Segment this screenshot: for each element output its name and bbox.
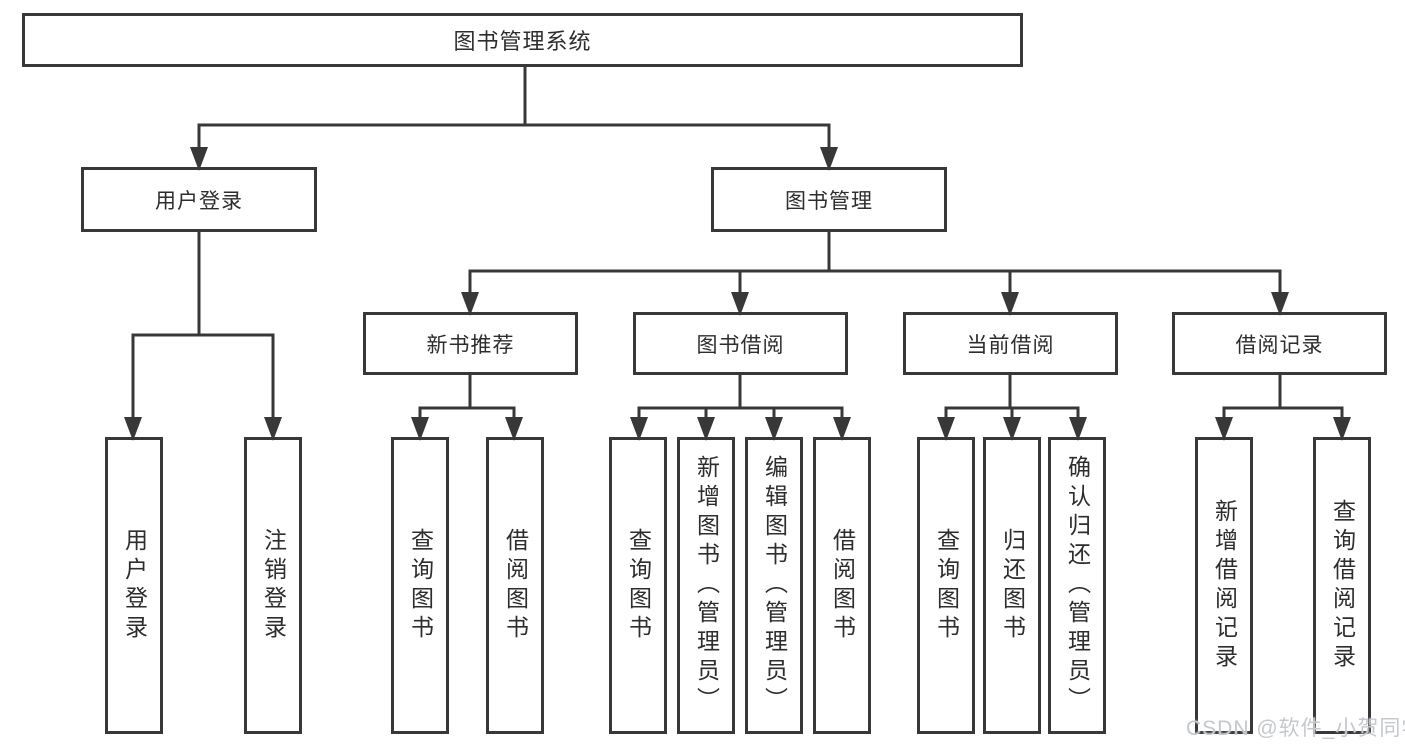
node-login: 用户登录 bbox=[105, 437, 163, 734]
node-book-management: 图书管理 bbox=[711, 167, 947, 232]
node-query-books-recommend-label: 查询图书 bbox=[407, 527, 434, 644]
node-library-management-system: 图书管理系统 bbox=[22, 13, 1023, 67]
node-login-label: 用户登录 bbox=[121, 527, 148, 644]
node-add-borrow-record: 新增借阅记录 bbox=[1195, 437, 1253, 734]
watermark: CSDN @软件_小贺同学 bbox=[1186, 717, 1405, 740]
node-book-borrowing: 图书借阅 bbox=[633, 312, 848, 375]
node-query-borrow-record-label: 查询借阅记录 bbox=[1329, 498, 1356, 673]
node-borrow-books-borrowing-label: 借阅图书 bbox=[829, 527, 856, 644]
node-current-borrowing: 当前借阅 bbox=[903, 312, 1118, 375]
node-return-books-label: 归还图书 bbox=[999, 527, 1026, 644]
node-add-borrow-record-label: 新增借阅记录 bbox=[1211, 498, 1238, 673]
node-new-book-recommendation: 新书推荐 bbox=[363, 312, 578, 375]
node-borrow-books-recommend: 借阅图书 bbox=[486, 437, 544, 734]
node-user-login: 用户登录 bbox=[81, 167, 317, 232]
node-confirm-return-admin: 确认归还（管理员） bbox=[1048, 437, 1106, 734]
node-logout: 注销登录 bbox=[244, 437, 302, 734]
node-borrowing-records: 借阅记录 bbox=[1172, 312, 1387, 375]
node-query-books-borrowing-label: 查询图书 bbox=[625, 527, 652, 644]
node-logout-label: 注销登录 bbox=[260, 527, 287, 644]
node-edit-book-admin: 编辑图书（管理员） bbox=[745, 437, 803, 734]
node-add-book-admin-label: 新增图书（管理员） bbox=[693, 455, 720, 716]
node-add-book-admin: 新增图书（管理员） bbox=[677, 437, 735, 734]
node-query-books-current: 查询图书 bbox=[917, 437, 975, 734]
node-edit-book-admin-label: 编辑图书（管理员） bbox=[761, 455, 788, 716]
node-query-borrow-record: 查询借阅记录 bbox=[1313, 437, 1371, 734]
node-borrow-books-recommend-label: 借阅图书 bbox=[502, 527, 529, 644]
node-query-books-current-label: 查询图书 bbox=[933, 527, 960, 644]
node-query-books-recommend: 查询图书 bbox=[391, 437, 449, 734]
node-borrow-books-borrowing: 借阅图书 bbox=[813, 437, 871, 734]
node-return-books: 归还图书 bbox=[983, 437, 1041, 734]
node-confirm-return-admin-label: 确认归还（管理员） bbox=[1064, 455, 1091, 716]
node-query-books-borrowing: 查询图书 bbox=[609, 437, 667, 734]
